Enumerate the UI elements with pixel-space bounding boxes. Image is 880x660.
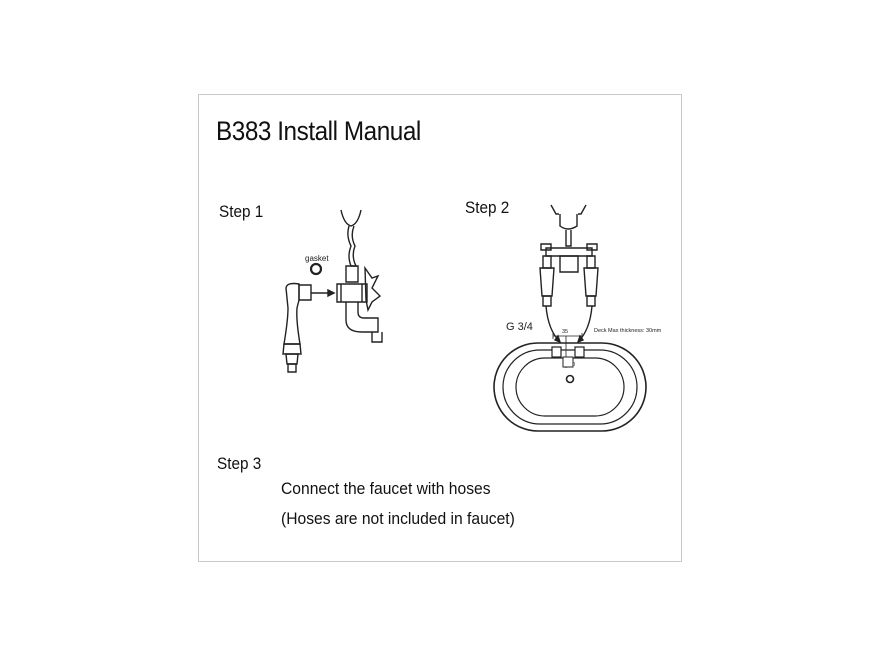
- deck-hole-right: [574, 346, 585, 358]
- thread-size-label: G 3/4: [506, 321, 533, 333]
- right-handle: [583, 243, 599, 307]
- step-3-note: (Hoses are not included in faucet): [281, 509, 515, 528]
- tub-outer-rim: [493, 342, 647, 432]
- step-1-illustration: gasket: [282, 209, 383, 373]
- step-2-label: Step 2: [465, 198, 510, 217]
- manual-title: B383 Install Manual: [216, 116, 421, 146]
- left-handle: [539, 243, 555, 307]
- deck-hole-left: [551, 346, 562, 358]
- bathtub: [493, 342, 647, 432]
- step-1-label: Step 1: [219, 202, 264, 221]
- tub-inner-rim: [502, 349, 638, 425]
- faucet-crossbar: [545, 247, 593, 257]
- gasket-ring: [309, 262, 323, 276]
- faucet-body: [336, 209, 383, 343]
- step-1-arrowhead: [327, 288, 336, 298]
- shower-cradle: [550, 204, 587, 215]
- hole-spacing-label: 35: [562, 329, 568, 335]
- step-3-label: Step 3: [217, 454, 262, 473]
- step-2-illustration: G 3/4 Deck Max thickness: 30mm 35 100: [493, 204, 662, 432]
- manual-frame: [198, 94, 682, 562]
- step-3-instruction: Connect the faucet with hoses: [281, 479, 491, 498]
- tub-drain: [565, 374, 575, 384]
- deck-thickness-label: Deck Max thickness: 30mm: [594, 328, 662, 334]
- side-handle: [282, 282, 312, 373]
- gasket-label: gasket: [305, 254, 329, 263]
